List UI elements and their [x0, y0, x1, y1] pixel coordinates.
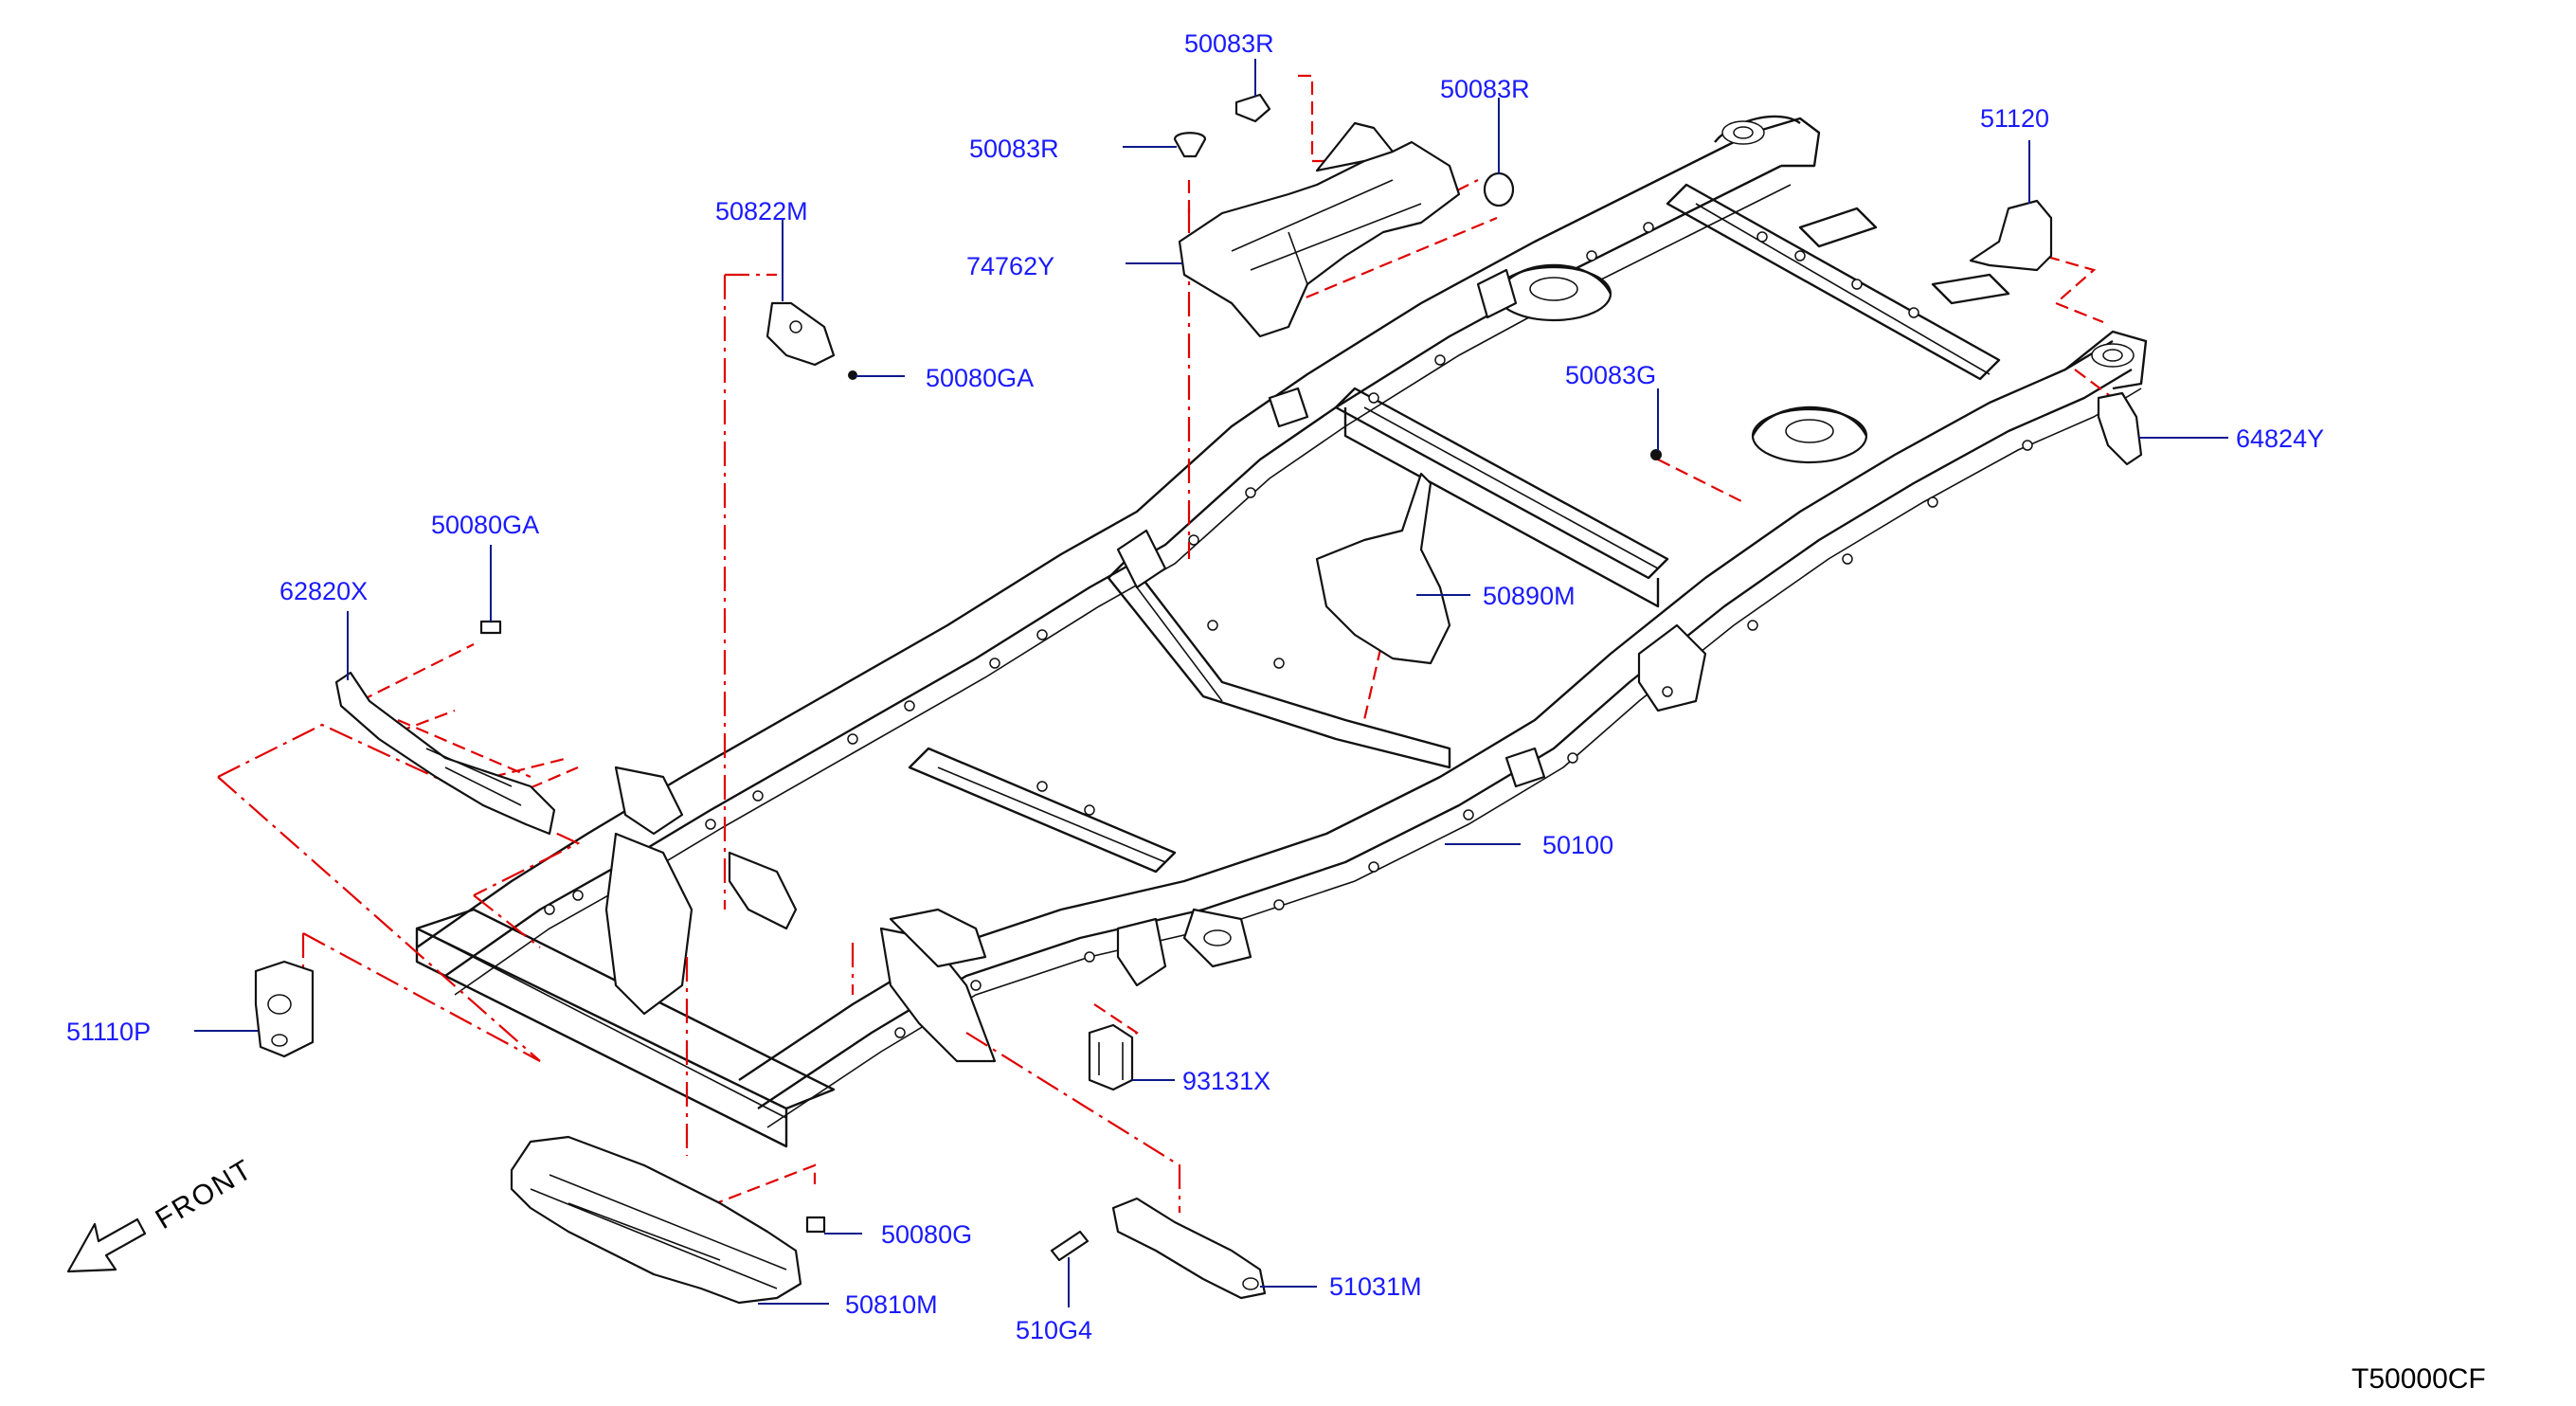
bracket-51120 — [1969, 199, 2053, 272]
mid-crossmember — [1334, 387, 1669, 580]
callout-50083G: 50083G — [1565, 361, 1656, 389]
callout-50100: 50100 — [1542, 831, 1613, 859]
assembly-guides — [217, 74, 2114, 1215]
callout-51031M: 51031M — [1329, 1272, 1422, 1301]
shield-50890M — [1315, 472, 1451, 665]
clip-50083G — [1650, 449, 1662, 460]
leader-lines — [194, 59, 2228, 1307]
callout-50890M: 50890M — [1483, 582, 1576, 610]
callout-93131X: 93131X — [1182, 1067, 1270, 1095]
center-crossmember — [1107, 557, 1451, 769]
clip-50083R-left — [1173, 132, 1207, 158]
callout-62820X: 62820X — [279, 577, 368, 605]
left-rail — [416, 131, 1754, 948]
clip-50083R-top — [1234, 93, 1271, 123]
rear-crossmember — [1666, 183, 2001, 381]
bolt-50080G — [805, 1216, 826, 1234]
callout-510G4: 510G4 — [1016, 1316, 1092, 1344]
front-crossmember — [908, 747, 1177, 874]
right-rail — [738, 339, 2114, 1081]
bolt-50080GA-lower — [479, 620, 502, 635]
callout-50822M: 50822M — [715, 197, 808, 225]
callout-50083R-top: 50083R — [1184, 29, 1274, 58]
callout-50810M: 50810M — [845, 1290, 938, 1319]
bracket-64824Y — [2097, 391, 2143, 466]
heat-shield-74762Y — [1178, 140, 1461, 338]
callout-50080GA-upper: 50080GA — [926, 364, 1034, 392]
pin-510G4 — [1050, 1230, 1090, 1262]
front-arrow-icon — [66, 1217, 147, 1273]
callout-51120: 51120 — [1980, 104, 2049, 133]
bracket-51031M — [1111, 1197, 1267, 1300]
callout-64824Y: 64824Y — [2236, 424, 2324, 453]
clip-50083R-right — [1483, 171, 1515, 207]
callout-50080G: 50080G — [881, 1220, 972, 1249]
bracket-62820X — [334, 671, 556, 836]
skid-plate-50810M — [510, 1135, 802, 1305]
callout-74762Y: 74762Y — [966, 252, 1054, 280]
vehicle-frame-50100 — [415, 115, 2148, 1148]
insulator-93131X — [1088, 1023, 1134, 1091]
frame-holes — [544, 222, 2033, 1038]
bracket-50822M — [766, 301, 836, 367]
front-bumper-beam — [415, 927, 788, 1148]
callout-50083R-right: 50083R — [1440, 75, 1530, 103]
front-direction-indicator: FRONT — [66, 1153, 259, 1273]
callout-50080GA-lower: 50080GA — [431, 511, 539, 539]
front-label: FRONT — [151, 1153, 259, 1235]
drawing-code: T50000CF — [2351, 1363, 2486, 1395]
callout-51110P: 51110P — [66, 1018, 151, 1046]
callout-50083R-left: 50083R — [969, 135, 1059, 163]
